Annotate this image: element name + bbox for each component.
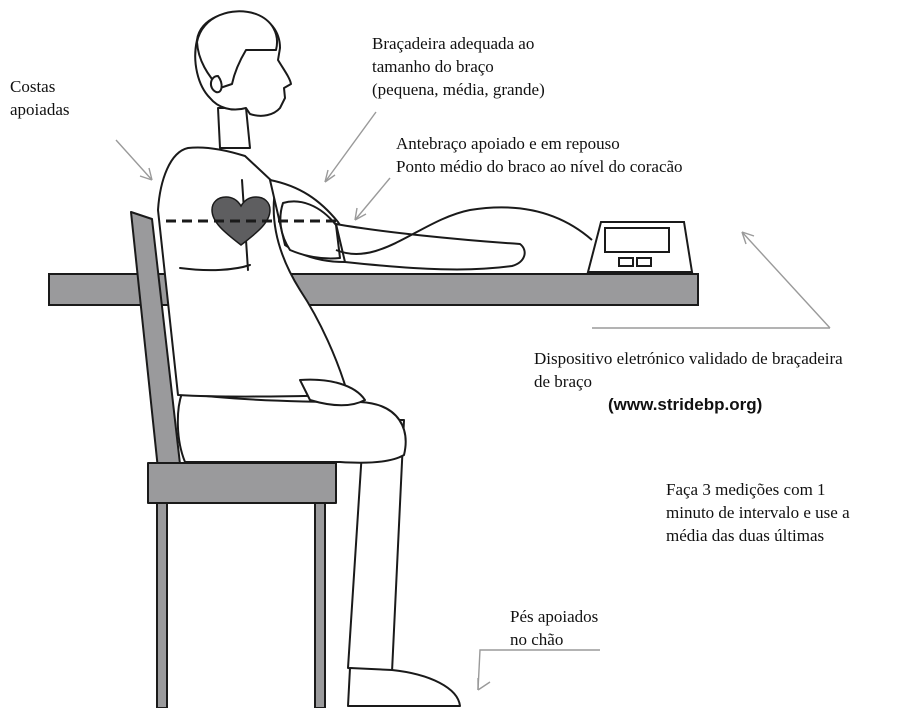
label-cuff-line-3: (pequena, média, grande) <box>372 78 545 101</box>
label-backrest-line-1: Costas <box>10 75 69 98</box>
label-measurements-line-3: média das duas últimas <box>666 524 850 547</box>
label-device-line-1: Dispositivo eletrónico validado de braça… <box>534 347 843 370</box>
label-arm-line-1: Antebraço apoiado e em repouso <box>396 132 683 155</box>
label-feet: Pés apoiados no chão <box>510 605 598 651</box>
label-measurements-line-2: minuto de intervalo e use a <box>666 501 850 524</box>
device-url: (www.stridebp.org) <box>608 395 762 415</box>
label-measurements-line-1: Faça 3 medições com 1 <box>666 478 850 501</box>
label-cuff-line-2: tamanho do braço <box>372 55 545 78</box>
label-backrest: Costas apoiadas <box>10 75 69 121</box>
label-arm-line-2: Ponto médio do braco ao nível do coracão <box>396 155 683 178</box>
label-cuff-line-1: Braçadeira adequada ao <box>372 32 545 55</box>
label-cuff: Braçadeira adequada ao tamanho do braço … <box>372 32 545 101</box>
label-feet-line-1: Pés apoiados <box>510 605 598 628</box>
label-arm: Antebraço apoiado e em repouso Ponto méd… <box>396 132 683 178</box>
label-device: Dispositivo eletrónico validado de braça… <box>534 347 843 393</box>
person-figure <box>158 11 525 706</box>
label-measurements: Faça 3 medições com 1 minuto de interval… <box>666 478 850 547</box>
label-device-line-2: de braço <box>534 370 843 393</box>
label-feet-line-2: no chão <box>510 628 598 651</box>
label-backrest-line-2: apoiadas <box>10 98 69 121</box>
bp-monitor-icon <box>588 222 692 272</box>
